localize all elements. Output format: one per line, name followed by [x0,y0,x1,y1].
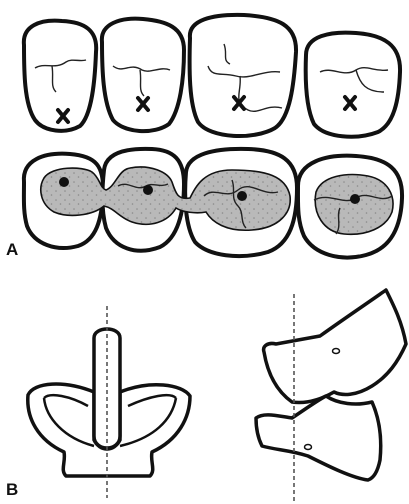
panel-label-b: B [6,481,18,498]
panel-b-right-diagram [256,290,406,480]
lower-tooth-profile [256,396,381,480]
panel-b-left-diagram [28,329,190,476]
contact-dot [350,194,360,204]
cusp-peg [94,329,120,448]
panel-label-a: A [6,241,18,258]
contact-dot [237,191,247,201]
contact-dot [143,185,153,195]
contact-dot [59,177,69,187]
upper-tooth-3 [190,15,296,136]
upper-tooth-2 [102,19,184,131]
contact-area [315,175,393,235]
panel-a-upper-row [24,15,400,137]
upper-tooth-profile [264,290,406,403]
upper-tooth-4 [306,33,400,137]
